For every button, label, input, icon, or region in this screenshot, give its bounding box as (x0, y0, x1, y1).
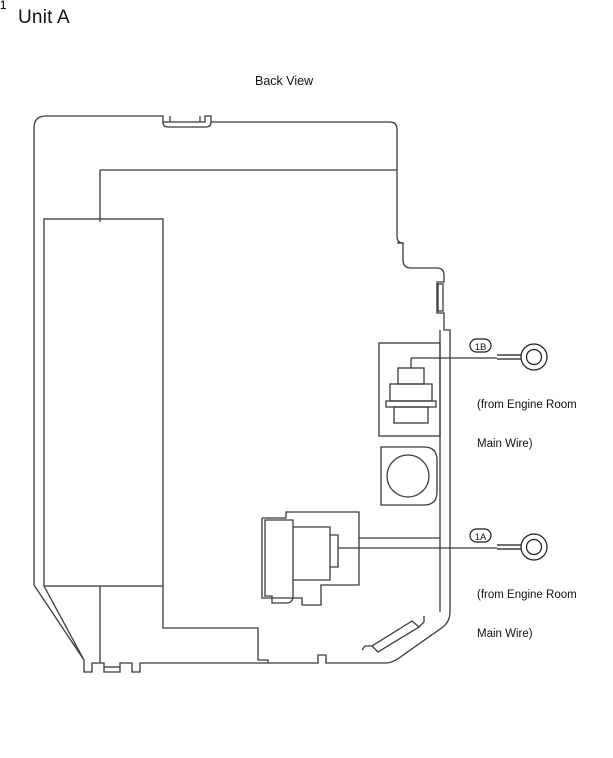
callout-1a-tag-box (469, 528, 492, 543)
upper-terminal-stud (385, 358, 437, 424)
right-edge-slot (437, 283, 444, 312)
ring-terminal-1a (497, 533, 548, 561)
fuse-panel-rectangle (43, 218, 164, 587)
inner-lower-contour (162, 586, 269, 663)
ring-terminal-1b-wire (497, 354, 521, 360)
bottom-left-chamfer (43, 585, 85, 661)
ring-terminal-1a-inner (525, 538, 543, 556)
round-port (380, 446, 438, 506)
top-latch-inner (169, 116, 201, 122)
unit-body-outline (33, 115, 451, 673)
ring-terminal-1b-outer (520, 343, 548, 371)
connector-stud (330, 534, 339, 568)
connector-shell (264, 519, 294, 604)
diagonal-mount-slot (370, 620, 421, 653)
callout-1a-description-line1: (from Engine Room (477, 589, 577, 601)
ring-terminal-1a-outer (520, 533, 548, 561)
callout-1a (469, 528, 548, 561)
page-title: Unit A (18, 7, 70, 28)
ring-terminal-1a-wire (497, 544, 521, 550)
callout-1a-description-line2: Main Wire) (477, 628, 533, 640)
callout-1b-tag-label: 1B (475, 342, 487, 353)
callout-1b-description-line1: (from Engine Room (477, 399, 577, 411)
callout-1a-tag-label: 1A (475, 532, 487, 543)
connector-body (293, 526, 331, 581)
callout-1b-tag-box (469, 338, 492, 353)
view-label: Back View (255, 74, 314, 88)
callout-1b (469, 338, 548, 371)
upper-terminal-recess (378, 342, 441, 437)
callout-1b-description-line2: Main Wire) (477, 438, 533, 450)
diagonal-slot-notch (361, 616, 425, 651)
ring-terminal-1b (497, 343, 548, 371)
callout-1b-pin-number: 1 (0, 0, 7, 12)
callout-1b-description: (from Engine Room Main Wire) (477, 373, 577, 477)
lower-connector-block (261, 511, 440, 606)
callout-1a-description: (from Engine Room Main Wire) (477, 563, 577, 667)
callout-1a-pin-number: 1 (0, 0, 7, 12)
top-latch-tab (162, 121, 212, 128)
ring-terminal-1b-inner (525, 348, 543, 366)
